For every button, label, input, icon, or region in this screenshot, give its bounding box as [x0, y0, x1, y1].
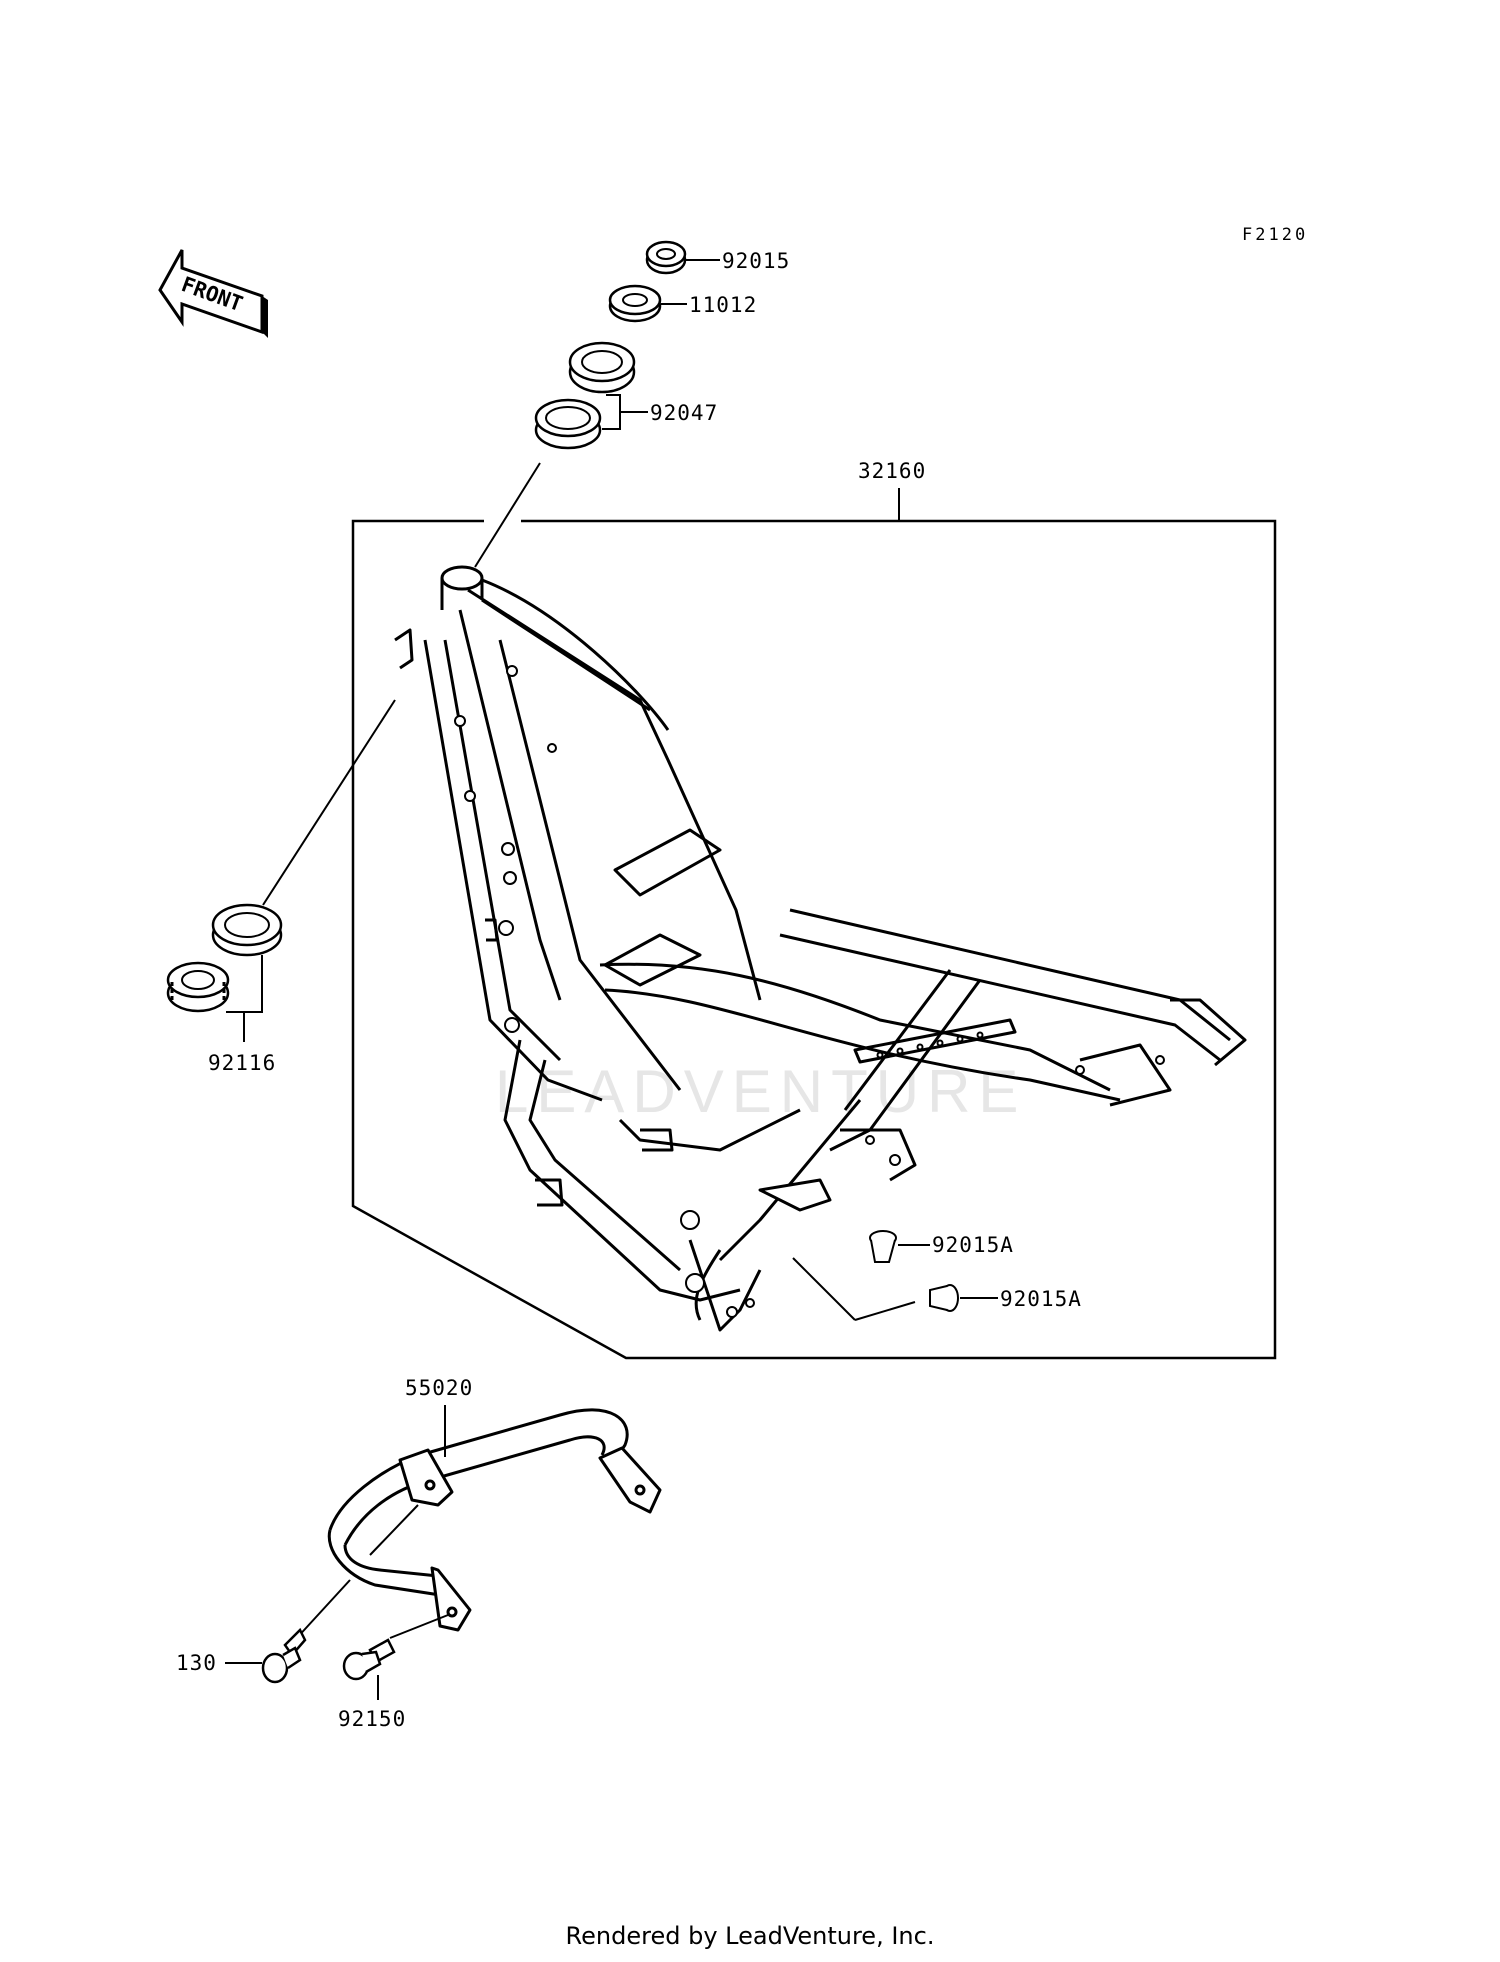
- part-55020-label[interactable]: 55020: [405, 1376, 473, 1400]
- frame-assembly-outline: [351, 519, 1277, 1360]
- part-92015A-label-1[interactable]: 92015A: [932, 1233, 1014, 1257]
- bolt-92150[interactable]: [342, 1638, 396, 1681]
- upper-steering-bearing[interactable]: [568, 341, 636, 394]
- upper-bearing-race[interactable]: [534, 398, 602, 450]
- footer-credit: Rendered by LeadVenture, Inc.: [565, 1922, 935, 1950]
- part-32160-label[interactable]: 32160: [858, 459, 926, 483]
- diagram-code: F2120: [1242, 225, 1308, 245]
- frame-plug-upper[interactable]: [869, 1230, 897, 1263]
- steering-stem-nut[interactable]: [645, 240, 687, 275]
- part-92150-label[interactable]: 92150: [338, 1707, 406, 1731]
- lower-steering-bearing[interactable]: [166, 961, 230, 1013]
- part-92047-label[interactable]: 92047: [650, 401, 718, 425]
- watermark-text: LEADVENTURE: [495, 1058, 1026, 1125]
- part-130-label[interactable]: 130: [176, 1651, 217, 1675]
- lower-bearing-race[interactable]: [211, 903, 283, 957]
- motorcycle-frame: [394, 565, 1247, 1332]
- frame-mount-holes: [454, 665, 1165, 1318]
- steering-washer[interactable]: [608, 284, 662, 323]
- part-92015-label[interactable]: 92015: [722, 249, 790, 273]
- engine-guard-bar[interactable]: [327, 1408, 662, 1632]
- frame-plug-lower[interactable]: [929, 1284, 959, 1312]
- part-11012-label[interactable]: 11012: [689, 293, 757, 317]
- front-arrow-icon: FRONT: [158, 249, 268, 338]
- part-92015A-label-2[interactable]: 92015A: [1000, 1287, 1082, 1311]
- flange-bolt-130[interactable]: [261, 1627, 307, 1684]
- part-92116-label[interactable]: 92116: [208, 1051, 276, 1075]
